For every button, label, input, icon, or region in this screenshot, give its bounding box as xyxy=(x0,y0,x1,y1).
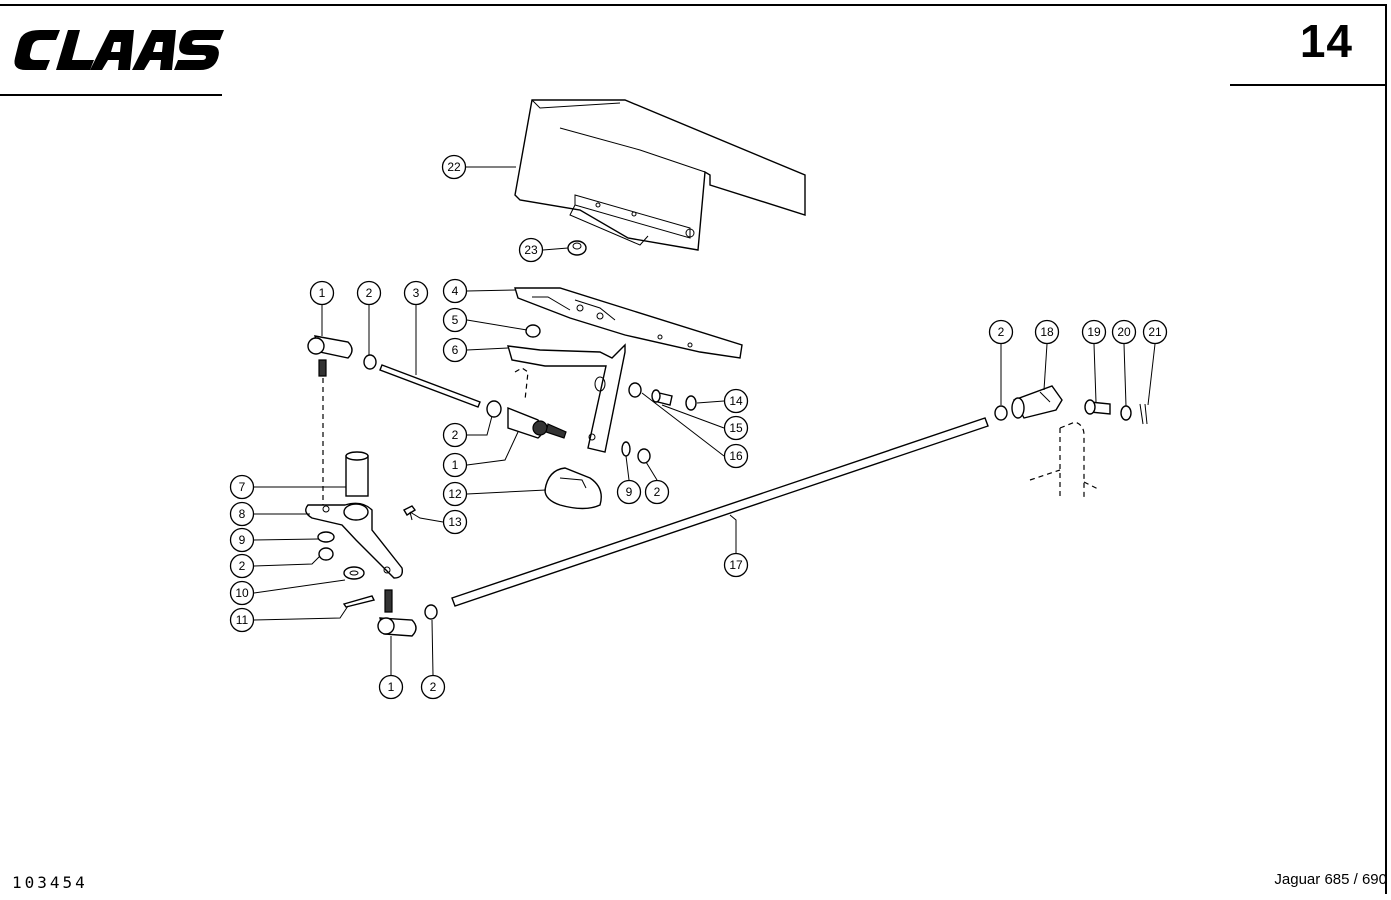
svg-text:6: 6 xyxy=(452,343,459,357)
svg-text:2: 2 xyxy=(998,325,1005,339)
svg-text:18: 18 xyxy=(1040,325,1054,339)
svg-text:21: 21 xyxy=(1148,325,1162,339)
svg-text:12: 12 xyxy=(448,487,462,501)
model-label: Jaguar 685 / 690 xyxy=(1274,871,1387,888)
svg-text:2: 2 xyxy=(452,428,459,442)
svg-text:23: 23 xyxy=(524,243,538,257)
callout-14: 14 xyxy=(723,388,749,414)
svg-text:1: 1 xyxy=(388,680,395,694)
callout-9-lower: 9 xyxy=(229,527,255,553)
rubber-boot-part xyxy=(544,467,602,510)
callout-4: 4 xyxy=(442,278,468,304)
callout-21: 21 xyxy=(1142,319,1168,345)
callout-19: 19 xyxy=(1081,319,1107,345)
pedal-bracket-part xyxy=(507,343,626,453)
callout-2-lower: 2 xyxy=(229,553,255,579)
svg-text:10: 10 xyxy=(235,586,249,600)
svg-text:1: 1 xyxy=(319,286,326,300)
threaded-rod-part xyxy=(379,364,481,408)
ball-joint-middle-part xyxy=(486,400,567,439)
callout-2-mid: 2 xyxy=(442,422,468,448)
lever-part xyxy=(305,502,404,579)
callout-8: 8 xyxy=(229,501,255,527)
callout-9-bracket: 9 xyxy=(616,479,642,505)
svg-text:4: 4 xyxy=(452,284,459,298)
svg-text:20: 20 xyxy=(1117,325,1131,339)
callout-2-rod: 2 xyxy=(420,674,446,700)
header-rule-left xyxy=(0,94,222,96)
callout-3: 3 xyxy=(403,280,429,306)
drawing-number: 103454 xyxy=(12,873,88,892)
pin-part xyxy=(403,505,417,521)
svg-text:14: 14 xyxy=(729,394,743,408)
callout-1-mid: 1 xyxy=(442,452,468,478)
callout-16: 16 xyxy=(723,443,749,469)
svg-text:11: 11 xyxy=(236,613,249,627)
svg-text:9: 9 xyxy=(626,485,633,499)
callout-18: 18 xyxy=(1034,319,1060,345)
svg-text:2: 2 xyxy=(430,680,437,694)
callout-20: 20 xyxy=(1111,319,1137,345)
svg-text:2: 2 xyxy=(366,286,373,300)
top-border-line xyxy=(0,4,1386,6)
bolt-washer-group-part xyxy=(628,382,697,411)
svg-text:19: 19 xyxy=(1087,325,1101,339)
cover-nut-part xyxy=(567,240,587,256)
pedal-plate-part xyxy=(514,287,743,359)
washer-nut-bracket-part xyxy=(621,441,651,464)
callout-17: 17 xyxy=(723,552,749,578)
nut-right-part xyxy=(994,405,1008,421)
callout-6: 6 xyxy=(442,337,468,363)
callout-15: 15 xyxy=(723,415,749,441)
clevis-pin-group-part xyxy=(1084,399,1148,425)
leader-lines xyxy=(253,166,1156,676)
page-number: 14 xyxy=(1299,15,1353,67)
clevis-part xyxy=(1011,385,1063,419)
cotter-pin-part xyxy=(342,595,376,608)
claas-logo xyxy=(10,28,226,72)
sleeve-part xyxy=(345,451,369,497)
callout-11: 11 xyxy=(229,607,255,633)
callout-12: 12 xyxy=(442,481,468,507)
callout-1-lower: 1 xyxy=(378,674,404,700)
svg-text:17: 17 xyxy=(729,558,743,572)
long-rod-part xyxy=(451,417,989,607)
callout-2-right: 2 xyxy=(988,319,1014,345)
svg-text:22: 22 xyxy=(447,160,461,174)
svg-text:8: 8 xyxy=(239,507,246,521)
nut-lower-part xyxy=(424,604,438,620)
header-rule-right xyxy=(1230,84,1386,86)
callout-23: 23 xyxy=(518,237,544,263)
ball-joint-upper-part xyxy=(307,335,353,505)
svg-text:2: 2 xyxy=(239,559,246,573)
svg-text:1: 1 xyxy=(452,458,459,472)
svg-text:2: 2 xyxy=(654,485,661,499)
svg-text:3: 3 xyxy=(413,286,420,300)
nut-upper-part xyxy=(363,354,377,370)
callout-1-upper: 1 xyxy=(309,280,335,306)
callout-5: 5 xyxy=(442,307,468,333)
callout-2-upper: 2 xyxy=(356,280,382,306)
callout-13: 13 xyxy=(442,509,468,535)
callout-10: 10 xyxy=(229,580,255,606)
ball-joint-lower-part xyxy=(377,589,417,637)
svg-text:5: 5 xyxy=(452,313,459,327)
callout-22: 22 xyxy=(441,154,467,180)
svg-text:13: 13 xyxy=(448,515,462,529)
svg-text:16: 16 xyxy=(729,449,743,463)
right-border-line xyxy=(1385,4,1387,894)
mounting-plate-outline xyxy=(1029,421,1101,500)
svg-text:15: 15 xyxy=(729,421,743,435)
small-nut-part xyxy=(525,324,541,338)
callout-7: 7 xyxy=(229,474,255,500)
lower-washers-part xyxy=(317,531,365,580)
svg-text:7: 7 xyxy=(239,480,246,494)
callout-2-bracket: 2 xyxy=(644,479,670,505)
svg-text:9: 9 xyxy=(239,533,246,547)
cover-part xyxy=(514,99,806,251)
